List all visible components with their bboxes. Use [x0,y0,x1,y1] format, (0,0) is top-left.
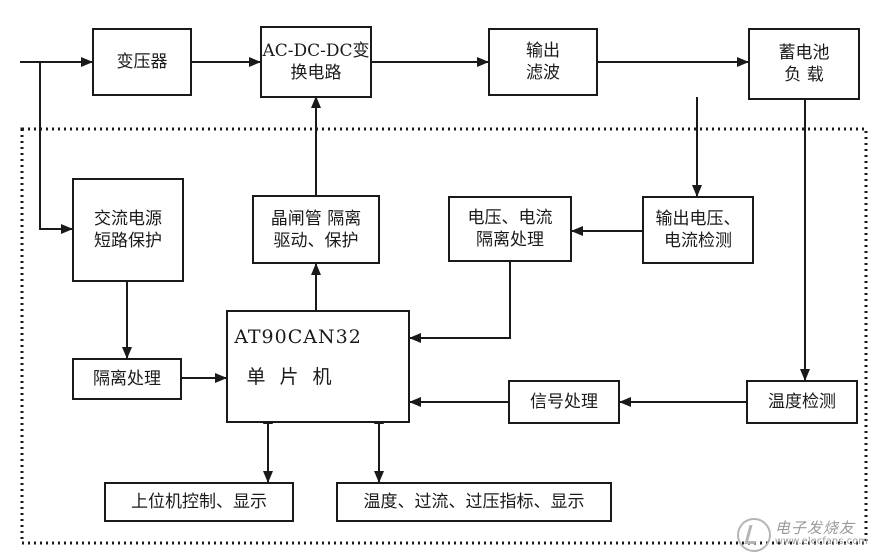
transformer-label-0: 变压器 [116,52,168,72]
wire-isolation-mcu [409,262,511,343]
vi-detection-label-1: 电流检测 [664,231,732,251]
elecfans-logo-icon [736,518,771,552]
watermark-url: www.elecfans.com [774,536,868,547]
host-control-label-0: 上位机控制、显示 [131,492,267,512]
output-filter-label-0: 输出 [526,41,560,61]
vi-isolation-label-1: 隔离处理 [476,230,544,250]
isolation-block: 隔离处理 [72,358,182,400]
vi-isolation-block: 电压、电流 隔离处理 [448,196,572,262]
mcu-block: AT90CAN32 单片机 [226,310,410,423]
mcu-label-1: 单片机 [246,366,346,388]
thyristor-driver-label-1: 驱动、保护 [273,230,359,251]
signal-processing-block: 信号处理 [508,380,620,424]
battery-load-label-1: 负 载 [784,65,824,85]
ac-protection-block: 交流电源 短路保护 [72,178,184,282]
isolation-label-0: 隔离处理 [93,369,161,389]
watermark-name: 电子发烧友 [774,519,855,537]
converter-label-0: AC-DC-DC变 [262,41,370,61]
converter-block: AC-DC-DC变 换电路 [260,26,372,98]
vi-detection-label-0: 输出电压、 [655,209,741,229]
ac-protection-label-1: 短路保护 [94,231,162,251]
vi-detection-block: 输出电压、 电流检测 [642,196,754,264]
signal-processing-label-0: 信号处理 [530,392,598,412]
converter-label-1: 换电路 [290,63,342,83]
thyristor-driver-label-0: 晶闸管 隔离 [270,208,362,229]
wire-input-ac-protection [39,62,73,234]
vi-isolation-label-0: 电压、电流 [467,208,553,228]
host-control-block: 上位机控制、显示 [104,482,294,522]
ac-protection-label-0: 交流电源 [94,209,162,229]
thyristor-driver-block: 晶闸管 隔离 驱动、保护 [252,195,380,264]
temp-detection-block: 温度检测 [746,380,858,424]
output-filter-block: 输出 滤波 [488,28,598,96]
status-display-block: 温度、过流、过压指标、显示 [336,482,612,522]
battery-load-label-0: 蓄电池 [778,43,830,63]
temp-detection-label-0: 温度检测 [768,392,836,412]
watermark: 电子发烧友 www.elecfans.com [736,518,868,552]
control-section-border [20,127,868,545]
battery-load-block: 蓄电池 负 载 [748,28,860,100]
mcu-label-0: AT90CAN32 [234,326,362,348]
status-display-label-0: 温度、过流、过压指标、显示 [363,492,585,512]
transformer-block: 变压器 [92,28,192,96]
output-filter-label-1: 滤波 [526,63,560,83]
